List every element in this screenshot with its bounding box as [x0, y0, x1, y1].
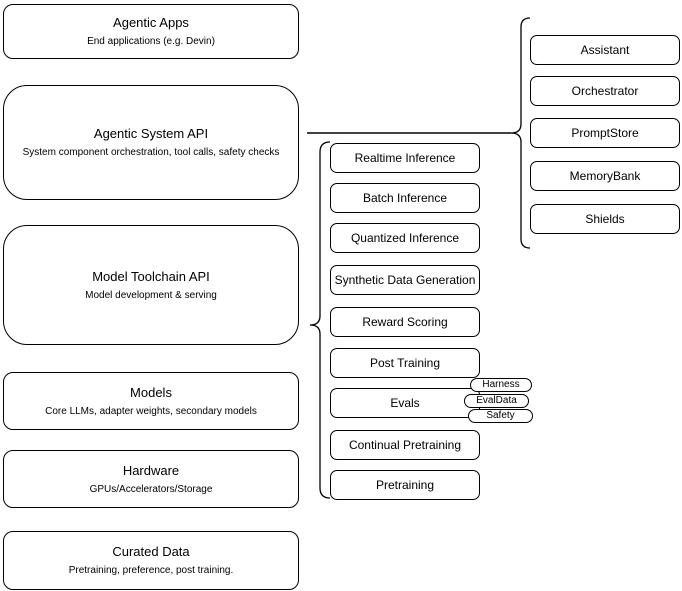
node-synthetic-data-generation: Synthetic Data Generation [330, 265, 480, 295]
eval-tag-evaldata: EvalData [464, 394, 529, 408]
node-subtitle: End applications (e.g. Devin) [87, 36, 215, 47]
node-title: Model Toolchain API [92, 268, 210, 284]
node-pretraining: Pretraining [330, 470, 480, 500]
node-models: Models Core LLMs, adapter weights, secon… [3, 372, 299, 430]
node-hardware: Hardware GPUs/Accelerators/Storage [3, 450, 299, 508]
node-title: Hardware [122, 462, 180, 478]
pill-label: Harness [482, 379, 520, 390]
node-title: Models [130, 384, 172, 400]
eval-tag-safety: Safety [468, 409, 533, 423]
node-realtime-inference: Realtime Inference [330, 143, 480, 173]
node-title: Agentic Apps [113, 15, 189, 30]
node-shields: Shields [530, 204, 680, 234]
node-reward-scoring: Reward Scoring [330, 307, 480, 337]
node-subtitle: Pretraining, preference, post training. [68, 565, 234, 576]
node-curated-data: Curated Data Pretraining, preference, po… [3, 531, 299, 590]
node-batch-inference: Batch Inference [330, 183, 480, 213]
node-memorybank: MemoryBank [530, 161, 680, 191]
node-label: Quantized Inference [350, 231, 460, 245]
node-title: Curated Data [112, 544, 190, 559]
node-assistant: Assistant [530, 35, 680, 65]
node-label: Assistant [580, 43, 630, 57]
node-label: Continual Pretraining [348, 438, 462, 452]
node-label: Orchestrator [571, 84, 639, 98]
node-label: Batch Inference [362, 191, 448, 205]
node-label: PromptStore [571, 126, 639, 140]
node-continual-pretraining: Continual Pretraining [330, 430, 480, 460]
node-quantized-inference: Quantized Inference [330, 223, 480, 253]
node-subtitle: GPUs/Accelerators/Storage [89, 483, 213, 495]
node-label: Synthetic Data Generation [334, 273, 476, 287]
node-post-training: Post Training [330, 348, 480, 378]
node-agentic-system-api: Agentic System API System component orch… [3, 85, 299, 200]
node-subtitle: System component orchestration, tool cal… [22, 147, 280, 158]
node-model-toolchain-api: Model Toolchain API Model development & … [3, 225, 299, 345]
node-label: Shields [585, 212, 625, 226]
eval-tag-harness: Harness [470, 378, 532, 392]
node-subtitle: Core LLMs, adapter weights, secondary mo… [45, 405, 257, 417]
right-group-curly-bracket [510, 17, 531, 249]
node-label: Realtime Inference [354, 151, 456, 165]
pill-label: EvalData [476, 395, 517, 406]
node-label: MemoryBank [569, 169, 641, 183]
middle-group-curly-bracket [309, 141, 331, 499]
node-title: Agentic System API [93, 126, 209, 141]
node-agentic-apps: Agentic Apps End applications (e.g. Devi… [3, 4, 299, 59]
node-subtitle: Model development & serving [85, 289, 217, 301]
node-label: Post Training [369, 356, 441, 370]
node-label: Reward Scoring [362, 315, 448, 329]
node-label: Evals [390, 396, 420, 410]
pill-label: Safety [486, 410, 515, 421]
node-evals: Evals [330, 388, 480, 418]
node-orchestrator: Orchestrator [530, 76, 680, 106]
node-promptstore: PromptStore [530, 118, 680, 148]
node-label: Pretraining [375, 478, 435, 492]
